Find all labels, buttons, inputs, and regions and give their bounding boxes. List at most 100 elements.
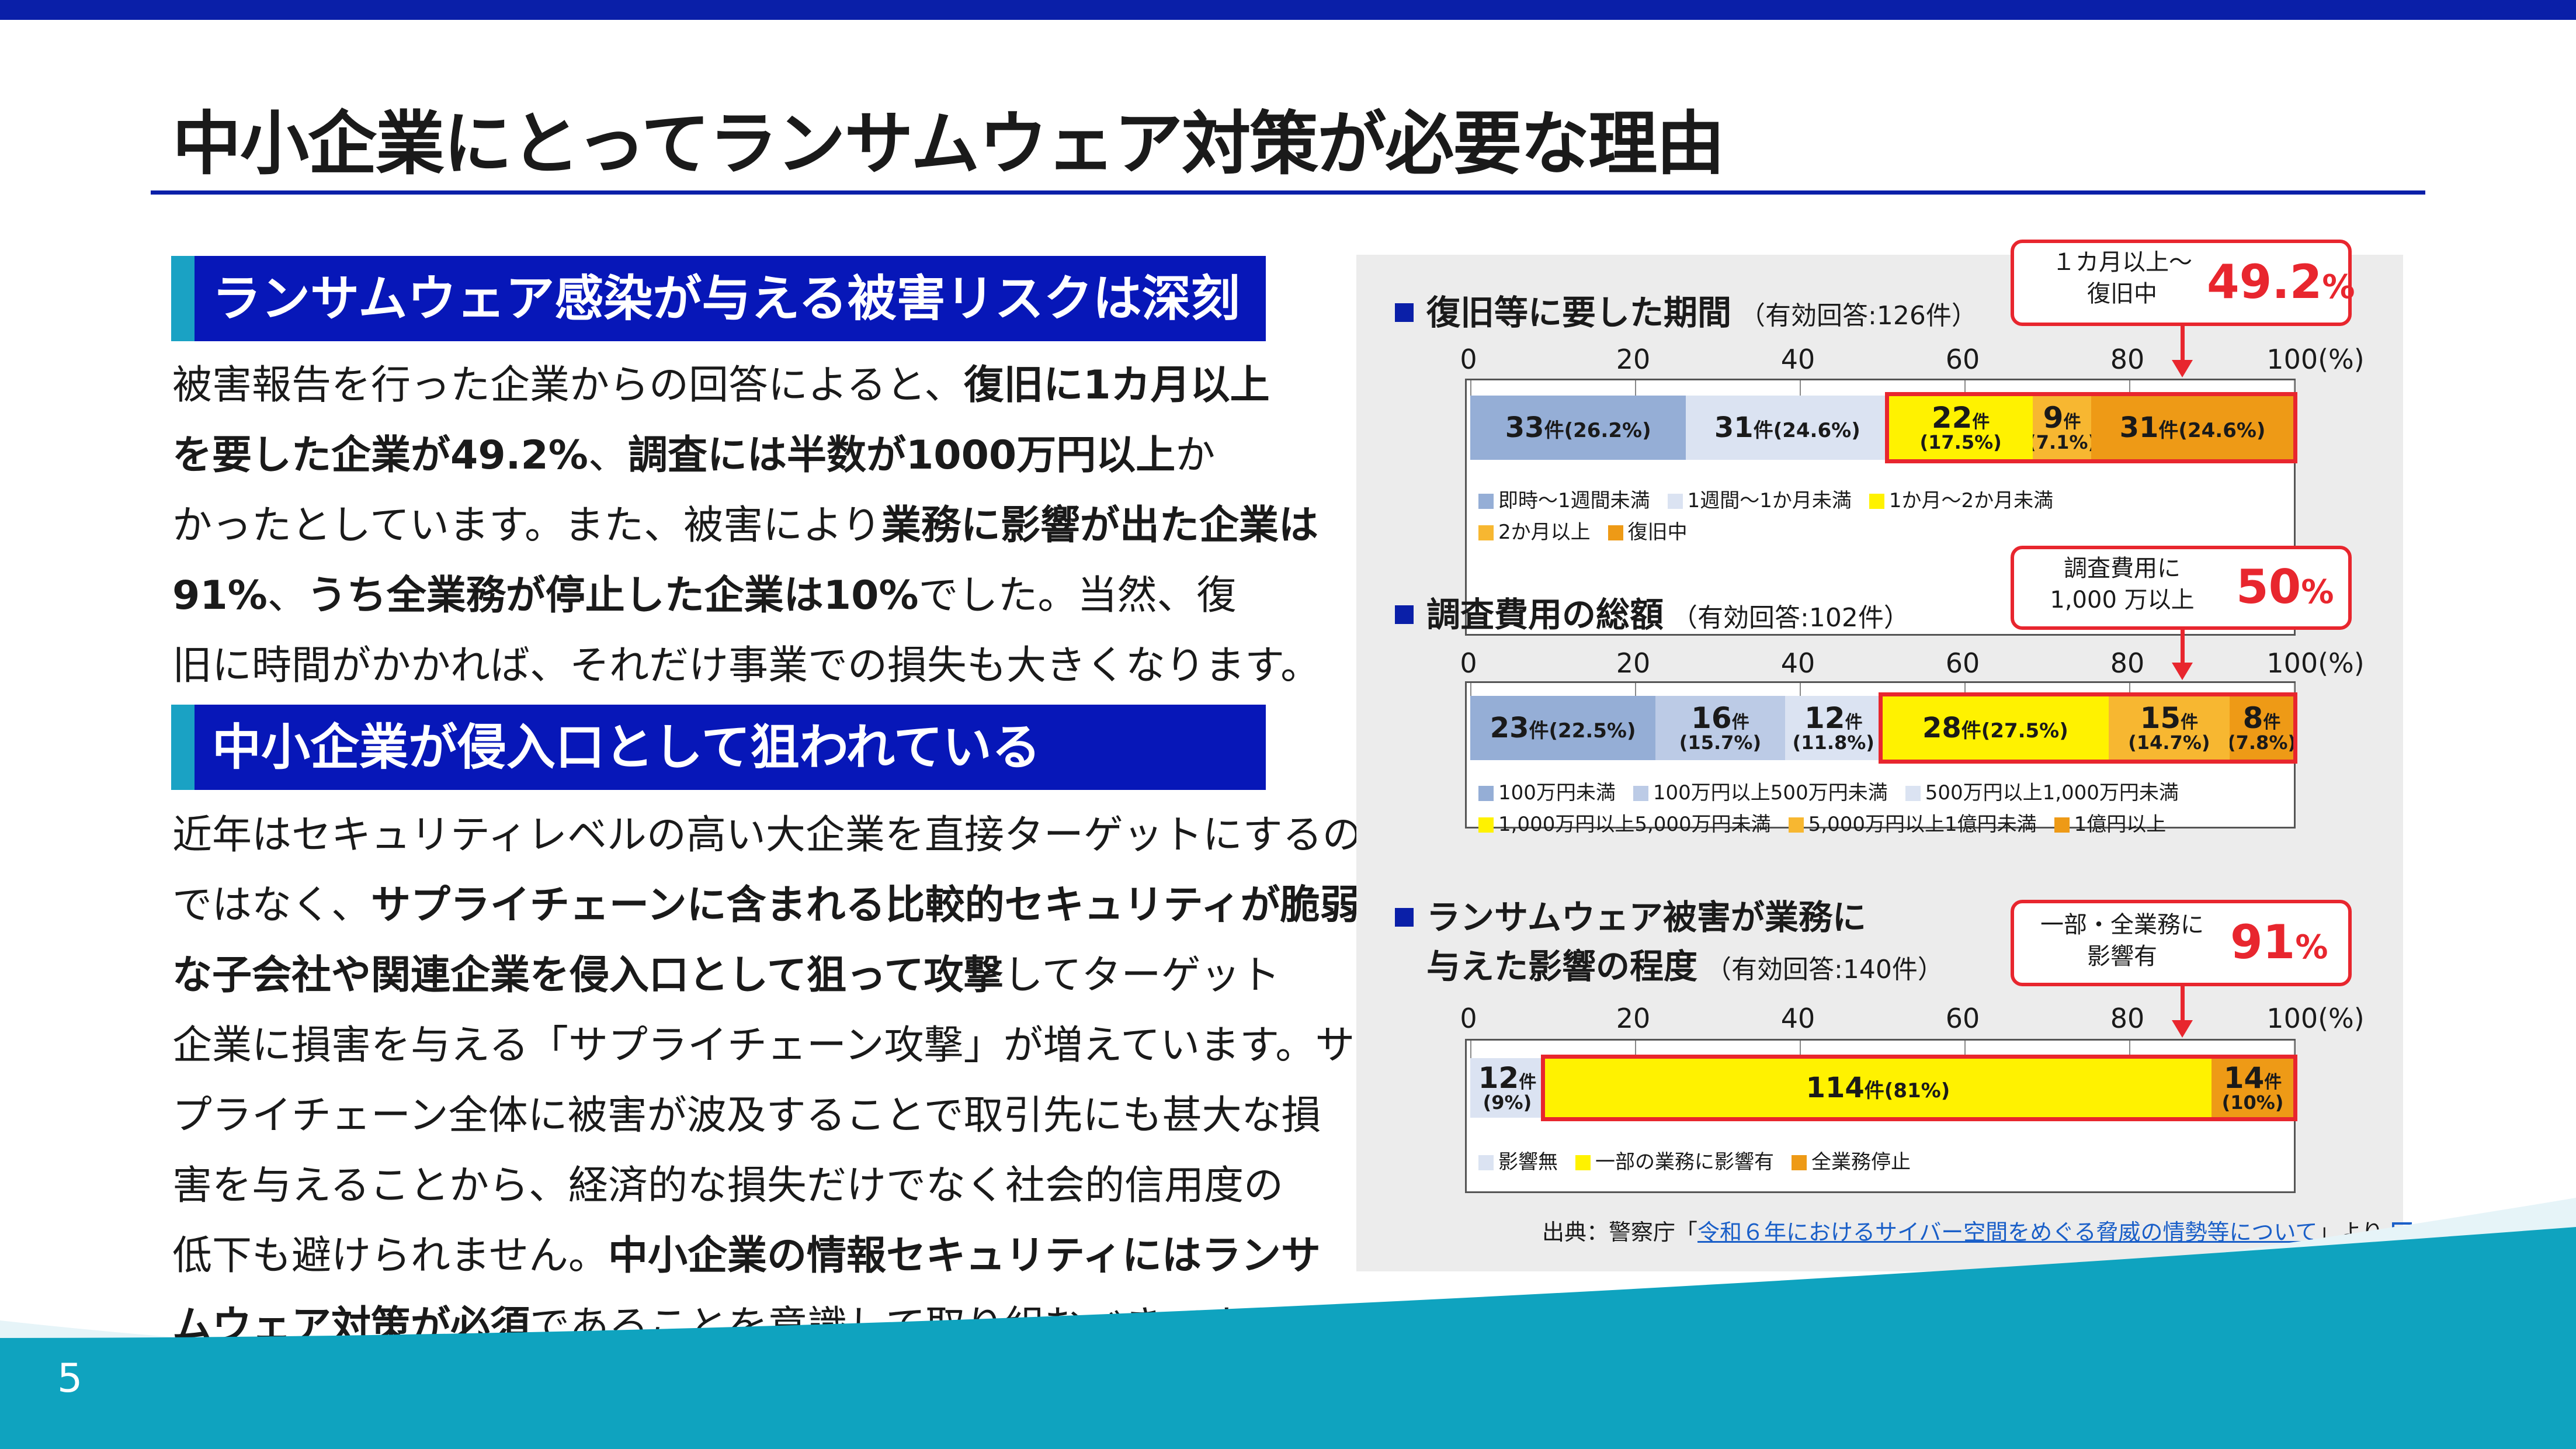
- legend-swatch: [1792, 1155, 1807, 1170]
- paragraph-line: 近年はセキュリティレベルの高い大企業を直接ターゲットにするの: [172, 800, 1362, 871]
- heading-accent: [171, 256, 195, 341]
- section-heading-entry: 中小企業が侵入口として狙われている: [171, 705, 1266, 790]
- emphasis-text: 中小企業の情報セキュリティにはランサ: [607, 1233, 1321, 1279]
- legend-label: 5,000万円以上1億円未満: [1808, 813, 2037, 836]
- external-link-icon[interactable]: [2391, 1222, 2412, 1242]
- callout-text: １カ月以上～復旧中: [2037, 247, 2207, 310]
- paragraph-line: プライチェーン全体に被害が波及することで取引先にも甚大な損: [172, 1081, 1321, 1151]
- paragraph-line: な子会社や関連企業を侵入口として狙って攻撃してターゲット: [172, 941, 1280, 1011]
- x-tick-label: 80: [2110, 344, 2145, 375]
- callout-number: 49.2: [2207, 255, 2322, 309]
- bar-count: 14件: [2223, 1060, 2282, 1095]
- gridline: [1470, 1041, 1471, 1058]
- chart-title: 調査費用の総額（有効回答:102件）: [1395, 587, 1910, 636]
- x-tick-label: 40: [1780, 1003, 1815, 1034]
- bar-percent: (81%): [1884, 1079, 1950, 1103]
- gridline: [1800, 380, 1801, 396]
- bar-count: 15件: [2140, 701, 2199, 735]
- chart-note: （有効回答:140件）: [1706, 955, 1943, 985]
- bullet-square: [1395, 303, 1414, 322]
- bar-label: 16件(15.7%): [1679, 703, 1761, 753]
- page-number: 5: [57, 1356, 83, 1402]
- emphasis-text: を要した企業が49.2%: [172, 432, 588, 479]
- legend-item: 100万円未満: [1478, 777, 1616, 805]
- bar-count: 8件: [2242, 701, 2281, 735]
- x-tick-label: 0: [1460, 1003, 1477, 1034]
- bar-count: 31: [1714, 411, 1754, 444]
- legend-item: 500万円以上1,000万円未満: [1905, 777, 2179, 805]
- paragraph-line: 害を与えることから、経済的な損失だけでなく社会的信用度の: [172, 1151, 1283, 1221]
- bar-segment: 114件(81%): [1544, 1058, 2212, 1118]
- x-tick-label: 20: [1616, 344, 1651, 375]
- bar-label: 14件(10%): [2222, 1063, 2284, 1113]
- x-tick-label: 40: [1780, 647, 1815, 679]
- gridline: [2129, 1041, 2130, 1058]
- x-tick-label: 20: [1616, 647, 1651, 679]
- count-unit: 件: [1529, 719, 1549, 743]
- body-text: 、: [267, 573, 307, 619]
- legend-swatch: [1905, 786, 1921, 801]
- x-tick-label: 100(%): [2266, 1003, 2365, 1034]
- callout-number: 50: [2236, 560, 2301, 614]
- bar-label: 28件(27.5%): [1922, 712, 2068, 744]
- legend-label: 2か月以上: [1498, 521, 1591, 544]
- bar-count: 28: [1922, 712, 1961, 744]
- highlight-frame: [1540, 1055, 2297, 1121]
- legend-swatch: [1608, 525, 1623, 540]
- bar-percent: (14.7%): [2128, 732, 2210, 754]
- bar-percent: (24.6%): [1773, 419, 1860, 442]
- count-unit: 件: [2264, 1072, 2282, 1093]
- count-unit: 件: [1544, 419, 1564, 442]
- callout-line: １カ月以上～: [2052, 249, 2192, 276]
- source-link[interactable]: 令和６年におけるサイバー空間をめぐる脅威の情勢等について: [1697, 1219, 2318, 1245]
- x-tick-label: 80: [2110, 647, 2145, 679]
- bar-segment: 15件(14.7%): [2108, 696, 2230, 760]
- body-text: か: [1175, 432, 1216, 479]
- bar-label: 15件(14.7%): [2128, 703, 2210, 753]
- emphasis-text: ムウェア対策が必須: [172, 1303, 530, 1349]
- legend-label: 影響無: [1498, 1150, 1558, 1174]
- gridline: [2294, 683, 2295, 696]
- count-unit: 件: [2263, 712, 2281, 733]
- bar-segment: 12件(9%): [1470, 1058, 1544, 1118]
- chart-title-text: 調査費用の総額: [1426, 595, 1664, 635]
- callout-arrow: [2181, 630, 2185, 664]
- body-text: 被害報告を行った企業からの回答によると、: [172, 362, 964, 408]
- bar-percent: (7.8%): [2230, 732, 2294, 754]
- body-text: 害を与えることから、経済的な損失だけでなく社会的信用度の: [172, 1163, 1283, 1209]
- body-text: 旧に時間がかかれば、それだけ事業での損失も大きくなります。: [172, 643, 1321, 689]
- bar-segment: 23件(22.5%): [1470, 696, 1656, 760]
- bar-segment: 31件(24.6%): [2091, 396, 2294, 460]
- legend-swatch: [1478, 1155, 1494, 1170]
- chart-title: 復旧等に要した期間（有効回答:126件）: [1395, 285, 1977, 334]
- legend-item: 影響無: [1478, 1146, 1558, 1174]
- callout-line: 影響有: [2087, 943, 2157, 970]
- heading-accent: [171, 705, 195, 790]
- gridline: [1635, 683, 1636, 696]
- paragraph-line: ムウェア対策が必須であることを意識して取り組むべきです。: [172, 1291, 1279, 1361]
- bar-percent: (27.5%): [1981, 719, 2068, 743]
- legend-item: 1か月～2か月未満: [1869, 484, 2053, 513]
- bar-percent: (26.2%): [1564, 419, 1651, 442]
- source-citation: 出典：警察庁「令和６年におけるサイバー空間をめぐる脅威の情勢等について」より: [1542, 1214, 2412, 1246]
- bar-count: 12件: [1804, 701, 1863, 735]
- legend-swatch: [1788, 817, 1804, 833]
- legend-row: 影響無一部の業務に影響有全業務停止: [1478, 1146, 1928, 1174]
- paragraph-line: を要した企業が49.2%、調査には半数が1000万円以上か: [172, 421, 1270, 491]
- gridline: [2294, 380, 2295, 396]
- x-tick-label: 0: [1460, 647, 1477, 679]
- bar-label: 23件(22.5%): [1490, 712, 1636, 744]
- legend-swatch: [2054, 817, 2070, 833]
- bar-percent: (17.5%): [1919, 431, 2002, 454]
- legend-swatch: [1633, 786, 1648, 801]
- bar-segment: 31件(24.6%): [1686, 396, 1889, 460]
- bar-segment: 14件(10%): [2212, 1058, 2294, 1118]
- paragraph-line: 91%、うち全業務が停止した企業は10%でした。当然、復: [172, 561, 1270, 631]
- chart-title-text: ランサムウェア被害が業務に: [1426, 897, 1866, 937]
- body-text: 近年はセキュリティレベルの高い大企業を直接ターゲットにするの: [172, 812, 1362, 858]
- legend-swatch: [1869, 494, 1884, 509]
